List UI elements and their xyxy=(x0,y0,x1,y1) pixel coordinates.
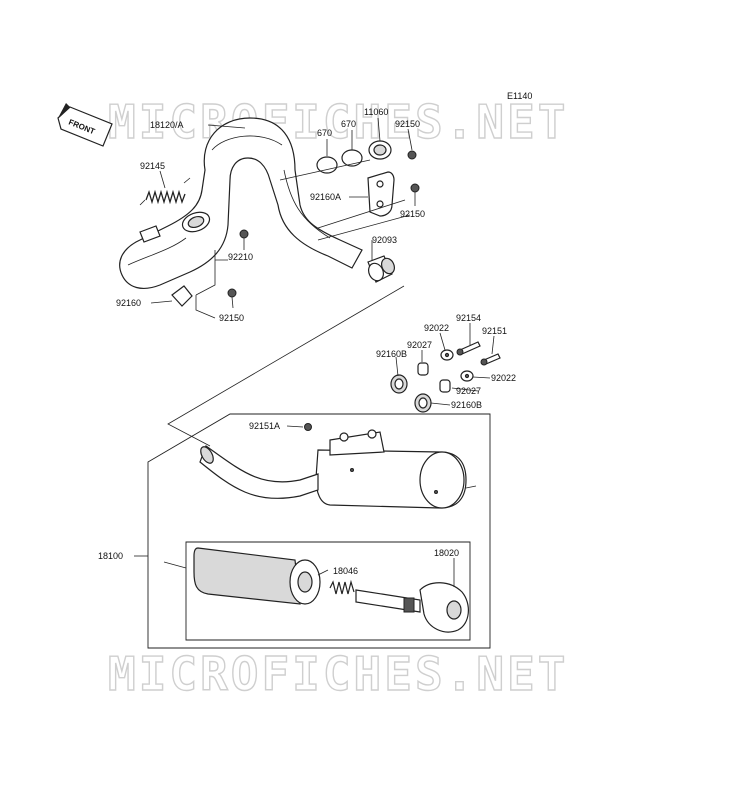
bolt-92151a xyxy=(304,423,312,431)
label-92210: 92210 xyxy=(228,252,253,262)
damper-92160b-b xyxy=(414,393,432,413)
label-92093: 92093 xyxy=(372,235,397,245)
damper-92160b-a xyxy=(390,374,408,394)
clip-92160 xyxy=(171,285,193,307)
watermark-top: MICROFICHES.NET xyxy=(108,95,568,149)
gasket-11060-inner xyxy=(373,144,387,156)
watermark-bottom: MICROFICHES.NET xyxy=(108,647,568,701)
label-92160a: 92160A xyxy=(310,192,341,202)
label-92150-a: 92150 xyxy=(395,119,420,129)
endcap-18020 xyxy=(329,579,469,633)
bolt-92210 xyxy=(239,229,249,239)
assembly-frame-18100 xyxy=(147,413,491,649)
bolt-92151 xyxy=(480,353,501,366)
spring-92145 xyxy=(139,177,191,206)
gasket-670-a xyxy=(316,156,338,174)
label-92150-b: 92150 xyxy=(400,209,425,219)
header-pipe xyxy=(119,117,363,289)
label-92022-b: 92022 xyxy=(491,373,516,383)
label-670-b: 670 xyxy=(341,119,356,129)
silencer-18100 xyxy=(199,429,477,509)
label-18120a: 18120/A xyxy=(150,120,184,130)
bracket-hole-b xyxy=(376,200,384,208)
front-arrow-icon: FRONT xyxy=(57,103,113,147)
bracket-hole-a xyxy=(376,180,384,188)
washer-92022-b xyxy=(460,370,474,382)
label-18020: 18020 xyxy=(434,548,459,558)
label-92151a: 92151A xyxy=(249,421,280,431)
inner-frame xyxy=(185,541,471,641)
bolt-92150-c xyxy=(227,288,237,298)
label-92150-c: 92150 xyxy=(219,313,244,323)
label-92151: 92151 xyxy=(482,326,507,336)
label-18046: 18046 xyxy=(333,566,358,576)
packing-18046 xyxy=(193,547,321,605)
washer-92022-a xyxy=(440,349,454,361)
label-92160b-a: 92160B xyxy=(376,349,407,359)
seal-92093 xyxy=(367,255,396,283)
bolt-92154 xyxy=(456,341,481,356)
label-92160b-b: 92160B xyxy=(451,400,482,410)
label-11060: 11060 xyxy=(364,107,388,117)
label-18100: 18100 xyxy=(98,551,123,561)
bolt-92150-a xyxy=(407,150,417,160)
collar-92027-b xyxy=(439,379,451,393)
diagram-code: E1140 xyxy=(507,91,532,101)
label-92022-a: 92022 xyxy=(424,323,449,333)
label-670-a: 670 xyxy=(317,128,332,138)
label-92145: 92145 xyxy=(140,161,165,171)
bracket-92160a xyxy=(367,171,395,217)
label-92027-a: 92027 xyxy=(407,340,432,350)
label-92160: 92160 xyxy=(116,298,141,308)
bolt-92150-b xyxy=(410,183,420,193)
collar-92027-a xyxy=(417,362,429,376)
label-92027-b: 92027 xyxy=(456,386,481,396)
label-92154: 92154 xyxy=(456,313,481,323)
